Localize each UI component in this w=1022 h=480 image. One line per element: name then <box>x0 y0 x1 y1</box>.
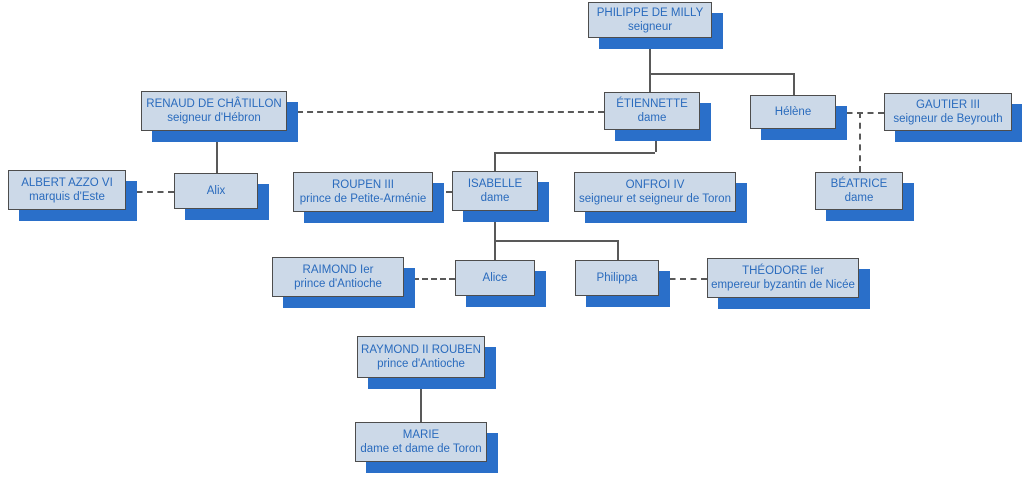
connector-philippe-drop <box>649 38 651 73</box>
node-name: Alice <box>482 271 508 284</box>
node-name: ROUPEN III <box>332 178 394 191</box>
node-box: ROUPEN III prince de Petite-Arménie <box>293 172 433 212</box>
node-name: MARIE <box>402 428 440 441</box>
connector-philippe-bus <box>649 73 793 75</box>
connector-etiennette-child-bus <box>494 152 655 154</box>
connector-albert-alix-marriage <box>126 191 174 193</box>
node-alix[interactable]: Alix <box>174 173 269 220</box>
node-box: ALBERT AZZO VI marquis d'Este <box>8 170 126 210</box>
node-box: PHILIPPE DE MILLY seigneur <box>588 2 712 38</box>
connector-raimond-alice-marriage <box>404 278 455 280</box>
node-raymond-ii-rouben[interactable]: RAYMOND II ROUBEN prince d'Antioche <box>357 336 496 389</box>
connector-philippa-stub <box>617 240 619 260</box>
node-name: PHILIPPE DE MILLY <box>596 6 704 19</box>
node-box: THÉODORE Ier empereur byzantin de Nicée <box>707 258 859 298</box>
node-box: Hélène <box>750 95 836 129</box>
node-box: RAYMOND II ROUBEN prince d'Antioche <box>357 336 485 378</box>
node-beatrice[interactable]: BÉATRICE dame <box>815 172 914 221</box>
node-name: ONFROI IV <box>625 178 685 191</box>
node-box: Alix <box>174 173 258 209</box>
node-box: RENAUD DE CHÂTILLON seigneur d'Hébron <box>141 91 287 131</box>
node-roupen-iii[interactable]: ROUPEN III prince de Petite-Arménie <box>293 172 444 223</box>
connector-raymond-marie-drop <box>420 378 422 422</box>
node-alice[interactable]: Alice <box>455 260 546 307</box>
node-title: seigneur et seigneur de Toron <box>579 193 731 205</box>
node-raimond-ier[interactable]: RAIMOND Ier prince d'Antioche <box>272 257 415 308</box>
node-box: ONFROI IV seigneur et seigneur de Toron <box>574 172 736 212</box>
node-box: Philippa <box>575 260 659 296</box>
node-theodore-ier[interactable]: THÉODORE Ier empereur byzantin de Nicée <box>707 258 870 309</box>
node-name: BÉATRICE <box>830 177 888 190</box>
connector-philippa-theodore-marriage <box>659 278 707 280</box>
node-box: ÉTIENNETTE dame <box>604 92 700 130</box>
node-title: marquis d'Este <box>29 191 105 203</box>
node-title: prince d'Antioche <box>377 358 465 370</box>
node-title: dame <box>637 112 667 124</box>
node-title: seigneur d'Hébron <box>167 112 261 124</box>
connector-etiennette-child-drop <box>655 130 657 152</box>
node-title: dame <box>844 192 874 204</box>
node-name: ÉTIENNETTE <box>616 97 688 110</box>
node-title: empereur byzantin de Nicée <box>711 279 855 291</box>
node-box: GAUTIER III seigneur de Beyrouth <box>884 93 1012 131</box>
node-helene[interactable]: Hélène <box>750 95 847 140</box>
node-isabelle[interactable]: ISABELLE dame <box>452 171 549 222</box>
node-name: THÉODORE Ier <box>742 264 824 277</box>
node-name: RAIMOND Ier <box>302 263 374 276</box>
connector-alice-stub <box>494 240 496 260</box>
node-name: GAUTIER III <box>916 98 980 111</box>
node-box: Alice <box>455 260 535 296</box>
node-gautier-iii[interactable]: GAUTIER III seigneur de Beyrouth <box>884 93 1022 142</box>
node-box: ISABELLE dame <box>452 171 538 211</box>
node-etiennette[interactable]: ÉTIENNETTE dame <box>604 92 711 141</box>
node-title: seigneur <box>627 21 673 33</box>
connector-isabelle-child-bus <box>494 240 618 242</box>
node-title: dame <box>480 192 510 204</box>
node-box: RAIMOND Ier prince d'Antioche <box>272 257 404 297</box>
node-title: prince de Petite-Arménie <box>299 193 427 205</box>
connector-gautier-helene-drop <box>859 112 861 172</box>
node-philippe-de-milly[interactable]: PHILIPPE DE MILLY seigneur <box>588 2 723 49</box>
node-onfroi-iv[interactable]: ONFROI IV seigneur et seigneur de Toron <box>574 172 747 223</box>
node-title: seigneur de Beyrouth <box>893 113 1003 125</box>
node-name: Hélène <box>774 105 812 118</box>
node-name: ALBERT AZZO VI <box>21 176 113 189</box>
connector-renaud-etiennette-marriage <box>287 111 604 113</box>
node-name: RENAUD DE CHÂTILLON <box>146 97 282 110</box>
connector-isabelle-stub <box>494 152 496 171</box>
node-title: prince d'Antioche <box>294 278 382 290</box>
node-philippa[interactable]: Philippa <box>575 260 670 307</box>
node-name: Alix <box>206 184 226 197</box>
node-name: RAYMOND II ROUBEN <box>361 343 481 356</box>
connector-renaud-alix-drop <box>216 131 218 173</box>
node-renaud-de-chatillon[interactable]: RENAUD DE CHÂTILLON seigneur d'Hébron <box>141 91 298 142</box>
node-box: BÉATRICE dame <box>815 172 903 210</box>
connector-helene-stub <box>793 73 795 95</box>
node-marie[interactable]: MARIE dame et dame de Toron <box>355 422 498 473</box>
node-box: MARIE dame et dame de Toron <box>355 422 487 462</box>
connector-isabelle-child-drop <box>494 211 496 240</box>
node-albert-azzo-vi[interactable]: ALBERT AZZO VI marquis d'Este <box>8 170 137 221</box>
connector-etiennette-stub <box>649 73 651 92</box>
node-name: ISABELLE <box>467 177 523 190</box>
node-name: Philippa <box>596 271 638 284</box>
node-title: dame et dame de Toron <box>360 443 482 455</box>
